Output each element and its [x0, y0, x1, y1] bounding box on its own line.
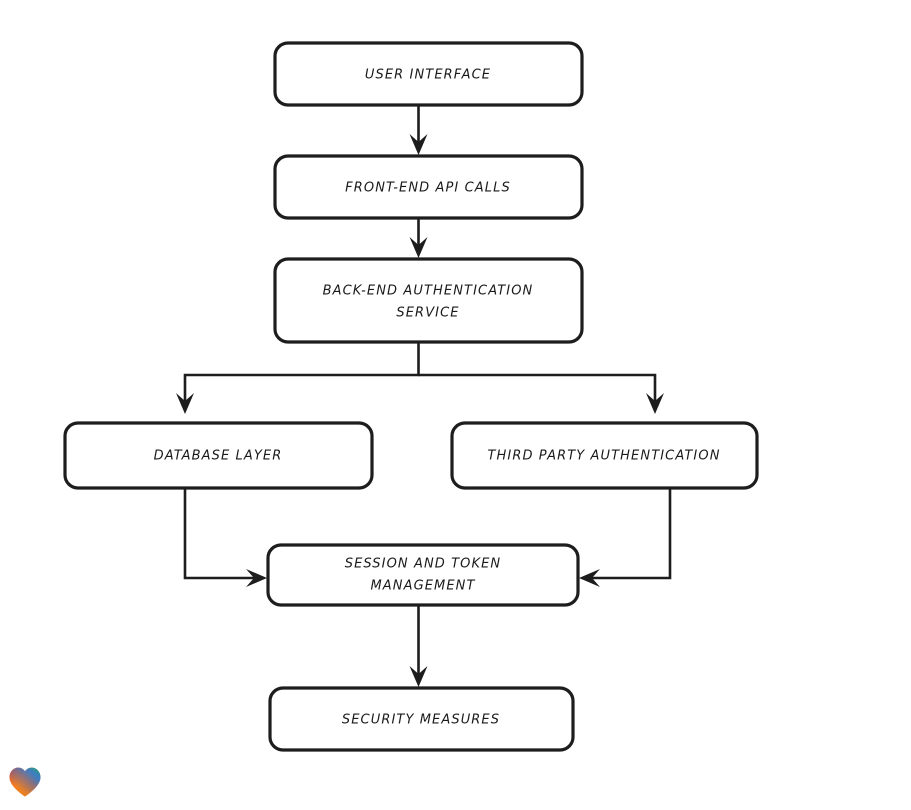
node-third-party-auth[interactable]: THIRD PARTY AUTHENTICATION [450, 421, 759, 490]
edge-thirdparty-to-session [579, 488, 672, 587]
node-security-measures-box[interactable] [268, 686, 575, 752]
node-back-end-auth-service-box[interactable] [273, 257, 584, 344]
edge-database-to-session [183, 488, 267, 587]
node-session-token-mgmt[interactable]: SESSION AND TOKEN MANAGEMENT [266, 543, 580, 607]
heart-icon [9, 767, 41, 797]
node-session-token-mgmt-label-line2: MANAGEMENT [370, 579, 475, 594]
edge-session-to-security [409, 605, 428, 687]
node-back-end-auth-service[interactable]: BACK-END AUTHENTICATION SERVICE [273, 257, 584, 344]
node-back-end-auth-service-label-line2: SERVICE [396, 306, 459, 321]
node-database-layer-label: DATABASE LAYER [154, 449, 283, 464]
node-third-party-auth-label: THIRD PARTY AUTHENTICATION [487, 449, 720, 464]
node-security-measures[interactable]: SECURITY MEASURES [268, 686, 575, 752]
node-user-interface-box[interactable] [273, 41, 584, 107]
node-front-end-api-calls-box[interactable] [273, 154, 584, 220]
heart-icon-cool-overlay [9, 767, 41, 797]
node-front-end-api-calls[interactable]: FRONT-END API CALLS [273, 154, 584, 220]
node-user-interface-label: USER INTERFACE [365, 68, 491, 83]
node-third-party-auth-box[interactable] [450, 421, 759, 490]
edge-api-to-backend [409, 218, 428, 258]
node-session-token-mgmt-box[interactable] [266, 543, 580, 607]
edge-backend-to-database [176, 342, 420, 414]
node-session-token-mgmt-label-line1: SESSION AND TOKEN [345, 557, 502, 572]
edge-backend-to-thirdparty [418, 373, 664, 414]
node-database-layer[interactable]: DATABASE LAYER [63, 421, 374, 490]
node-database-layer-box[interactable] [63, 421, 374, 490]
edge-ui-to-api [409, 105, 428, 155]
node-back-end-auth-service-label-line1: BACK-END AUTHENTICATION [323, 284, 534, 299]
node-user-interface[interactable]: USER INTERFACE [273, 41, 584, 107]
node-security-measures-label: SECURITY MEASURES [342, 713, 500, 728]
node-front-end-api-calls-label: FRONT-END API CALLS [345, 181, 511, 196]
